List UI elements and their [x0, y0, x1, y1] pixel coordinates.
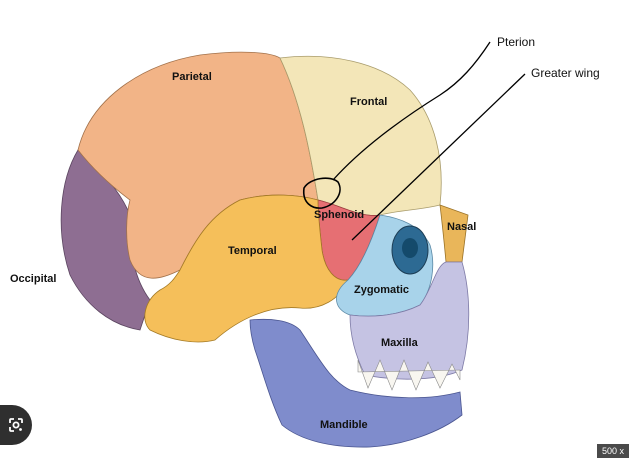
label-nasal: Nasal — [447, 221, 477, 233]
nasal-bone — [439, 204, 469, 263]
size-badge: 500 x — [596, 444, 629, 458]
lens-search-button[interactable] — [0, 405, 32, 445]
mandible-bone — [249, 318, 463, 448]
temporal-bone — [144, 194, 349, 343]
google-lens-icon — [9, 418, 23, 432]
label-sphenoid: Sphenoid — [314, 209, 365, 221]
frontal-bone — [279, 55, 442, 216]
label-occipital: Occipital — [10, 273, 57, 285]
teeth — [357, 359, 461, 391]
label-mandible: Mandible — [320, 419, 368, 431]
orbit-inner — [402, 238, 418, 258]
label-maxilla: Maxilla — [381, 337, 418, 349]
label-zygomatic: Zygomatic — [354, 284, 410, 296]
callout-pterion: Pterion — [497, 35, 536, 49]
pterion-leader — [332, 41, 491, 181]
pterion-circle — [302, 177, 341, 209]
callout-greater-wing: Greater wing — [531, 66, 600, 80]
label-temporal: Temporal — [228, 245, 277, 257]
label-frontal: Frontal — [350, 96, 388, 108]
greater-wing-leader — [351, 73, 526, 241]
occipital-bone — [60, 149, 151, 331]
label-parietal: Parietal — [172, 71, 212, 83]
